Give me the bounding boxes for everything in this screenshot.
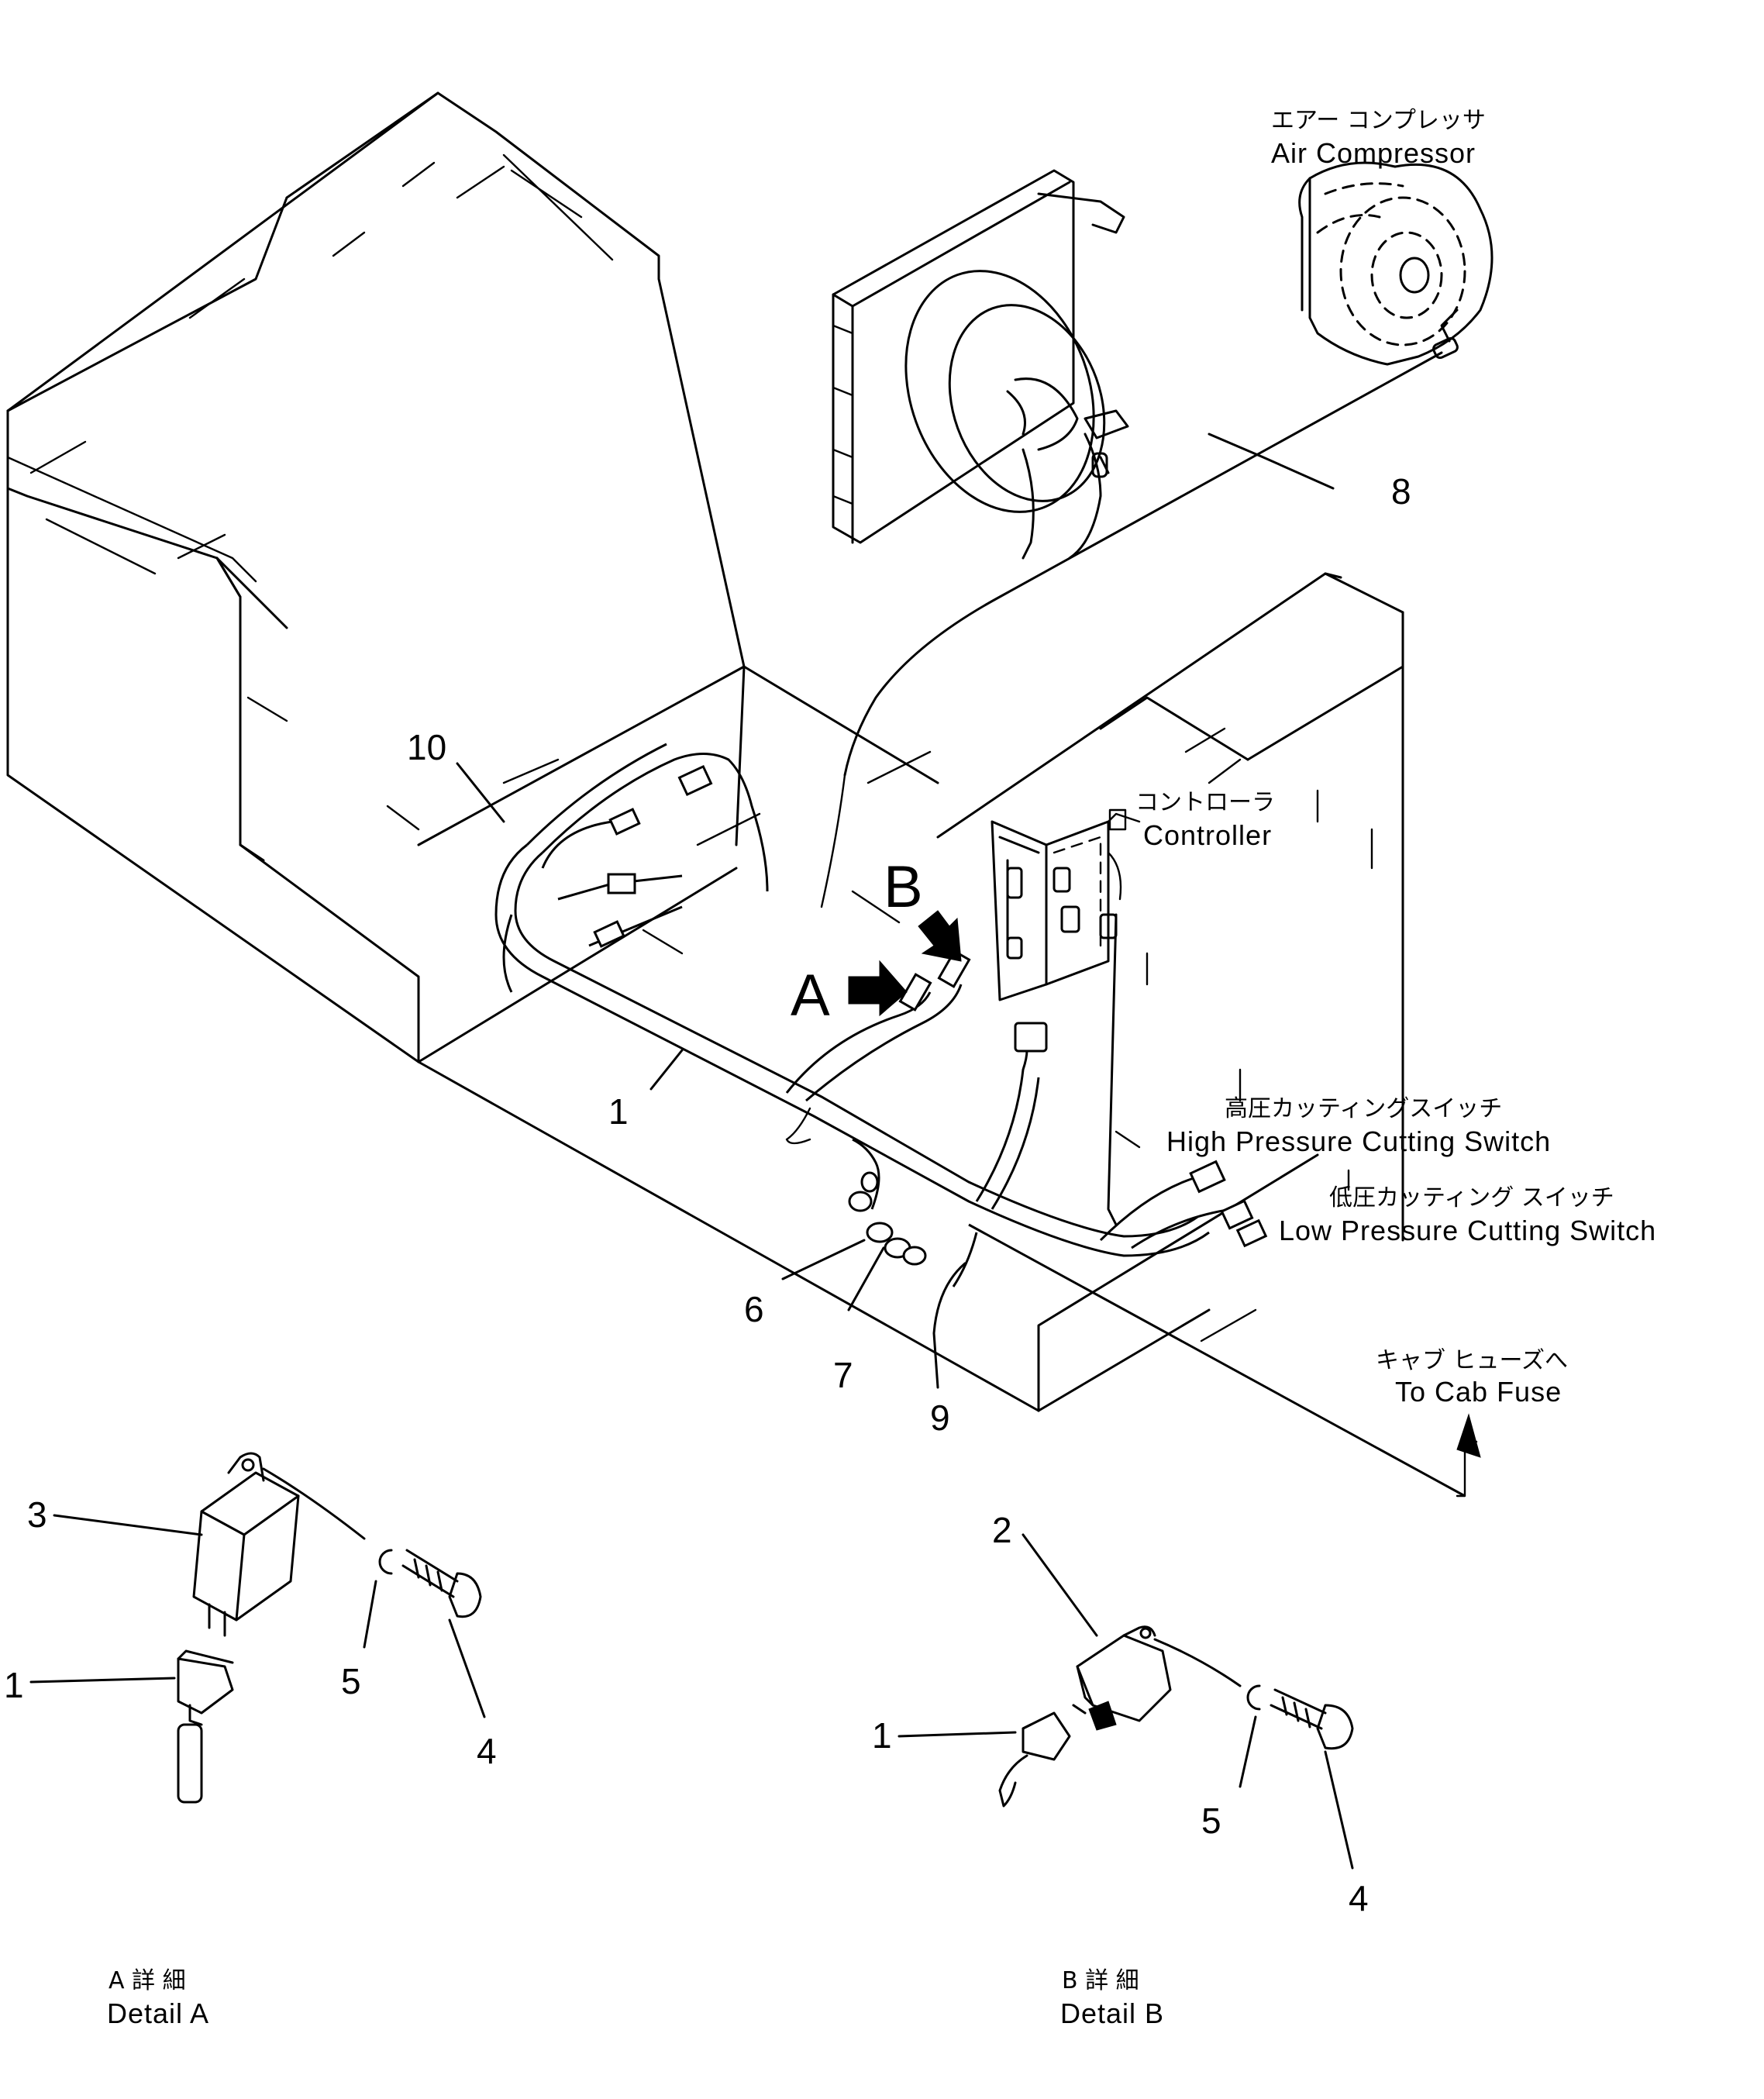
controller-label: Controller bbox=[1143, 819, 1272, 851]
detail-b-callout-5: 5 bbox=[1201, 1801, 1221, 1841]
high-pressure-switch-label-jp: 高圧カッティングスイッチ bbox=[1225, 1095, 1502, 1122]
low-pressure-switch-label: Low Pressure Cutting Switch bbox=[1279, 1215, 1656, 1246]
callout-1: 1 bbox=[608, 1091, 629, 1132]
detail-b-callout-4: 4 bbox=[1349, 1878, 1369, 1918]
detail-arrows bbox=[848, 910, 962, 1017]
callout-10: 10 bbox=[407, 727, 446, 767]
cab-structure-left bbox=[6, 91, 746, 1063]
detail-b-marker: B bbox=[884, 854, 923, 920]
controller bbox=[991, 808, 1141, 1001]
callout-numbers: 10 8 1 6 7 9 3 1 5 4 2 1 5 4 bbox=[4, 471, 1411, 1918]
air-compressor-label: Air Compressor bbox=[1271, 137, 1476, 169]
callout-7: 7 bbox=[833, 1355, 853, 1395]
cab-floor-platform bbox=[417, 665, 1319, 1412]
detail-b-caption: Detail B bbox=[1060, 1997, 1164, 2029]
air-compressor-label-jp: エアー コンプレッサ bbox=[1271, 107, 1486, 134]
detail-a-callout-5: 5 bbox=[341, 1661, 361, 1701]
detail-b-callout-2: 2 bbox=[992, 1510, 1012, 1550]
air-compressor bbox=[1298, 161, 1494, 366]
detail-b-caption-jp: B 詳 細 bbox=[1062, 1967, 1139, 1994]
detail-a-caption-jp: A 詳 細 bbox=[109, 1967, 186, 1994]
condenser-fan bbox=[832, 169, 1129, 560]
arrow-a-icon bbox=[848, 960, 908, 1017]
callout-8: 8 bbox=[1391, 471, 1411, 512]
callout-leaders bbox=[456, 433, 1481, 1498]
detail-a-callout-4: 4 bbox=[477, 1731, 497, 1771]
detail-b-callout-1: 1 bbox=[872, 1715, 892, 1756]
detail-a-callout-1: 1 bbox=[4, 1665, 24, 1705]
callout-6: 6 bbox=[744, 1289, 764, 1329]
arrow-b-icon bbox=[918, 910, 962, 962]
high-pressure-switch-label: High Pressure Cutting Switch bbox=[1166, 1125, 1551, 1157]
low-pressure-switch-label-jp: 低圧カッティング スイッチ bbox=[1329, 1184, 1614, 1211]
controller-label-jp: コントローラ bbox=[1135, 789, 1275, 816]
cab-fuse-label-jp: キャブ ヒューズへ bbox=[1376, 1347, 1568, 1374]
detail-b bbox=[898, 1533, 1354, 1870]
text-labels: エアー コンプレッサ Air Compressor コントローラ Control… bbox=[107, 107, 1656, 2029]
wiring-harness bbox=[494, 743, 1466, 1498]
console-right bbox=[936, 572, 1404, 1242]
detail-a-caption: Detail A bbox=[107, 1997, 209, 2029]
detail-a-marker: A bbox=[791, 963, 830, 1029]
compressor-wire bbox=[843, 351, 1443, 777]
callout-9: 9 bbox=[930, 1398, 950, 1438]
detail-a-callout-3: 3 bbox=[27, 1494, 47, 1535]
detail-a bbox=[29, 1452, 486, 1804]
cab-fuse-label: To Cab Fuse bbox=[1395, 1376, 1562, 1408]
